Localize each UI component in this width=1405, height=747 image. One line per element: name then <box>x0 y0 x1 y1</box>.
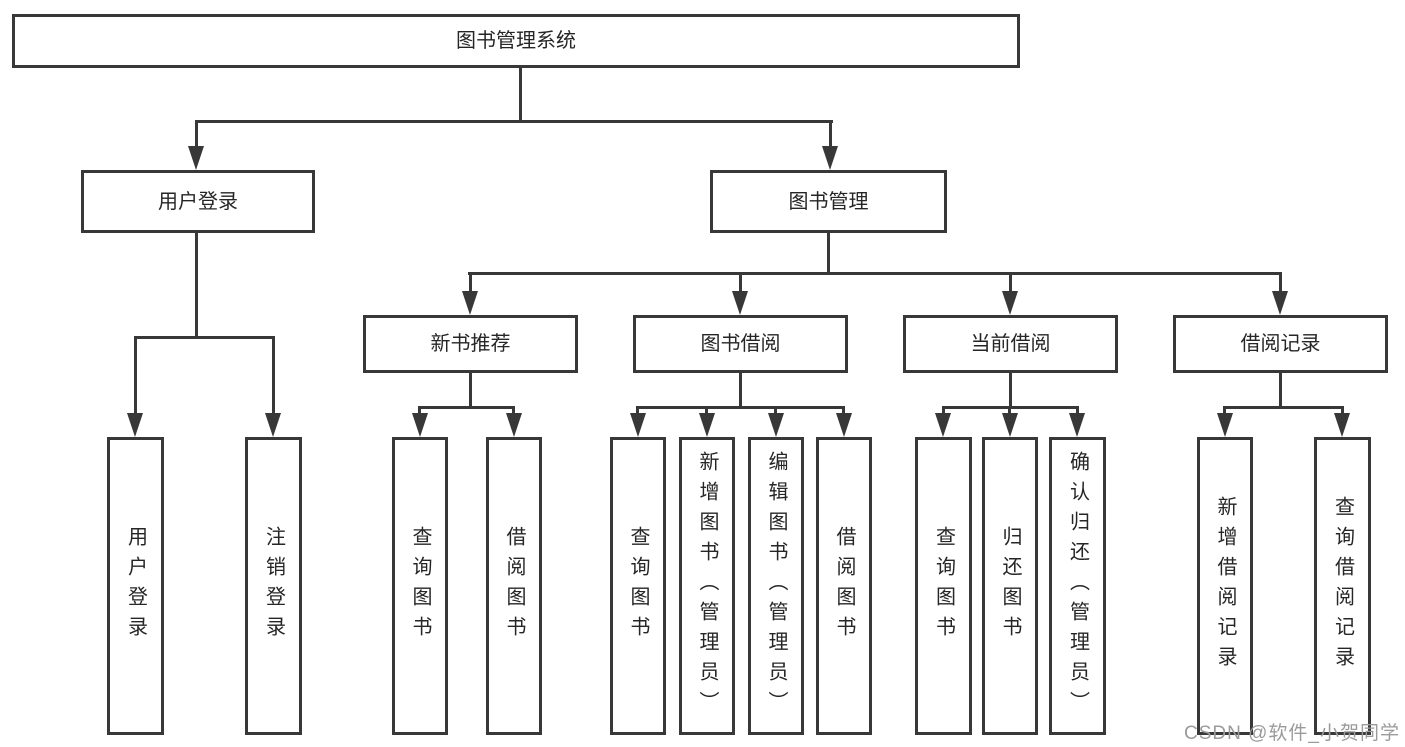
arrow-down-icon <box>462 291 478 315</box>
connector-drop <box>842 406 845 416</box>
connector-rail <box>636 406 845 409</box>
leaf-query-book: 查询图书 <box>915 437 972 735</box>
arrow-down-icon <box>935 413 951 437</box>
node-current-borrow: 当前借阅 <box>903 315 1118 373</box>
arrow-down-icon <box>265 413 281 437</box>
arrow-down-icon <box>506 413 522 437</box>
leaf-query-borrow-record: 查询借阅记录 <box>1314 437 1371 735</box>
connector-rail <box>468 272 1282 275</box>
connector-drop <box>1223 406 1226 416</box>
connector-drop <box>469 272 472 293</box>
connector-drop <box>739 272 742 293</box>
arrow-down-icon <box>630 413 646 437</box>
leaf-edit-book-admin: 编辑图书（管理员） <box>748 437 804 735</box>
connector-drop <box>1076 406 1079 416</box>
connector-stem <box>195 233 198 336</box>
connector-stem <box>1279 373 1282 406</box>
connector-drop <box>1341 406 1344 416</box>
connector-drop <box>774 406 777 416</box>
leaf-add-borrow-record: 新增借阅记录 <box>1197 437 1253 735</box>
arrow-down-icon <box>1002 413 1018 437</box>
node-book-management: 图书管理 <box>710 170 947 233</box>
connector-rail <box>1223 406 1344 409</box>
connector-drop <box>134 336 137 416</box>
connector-stem <box>827 233 830 272</box>
arrow-down-icon <box>1217 413 1233 437</box>
arrow-down-icon <box>699 413 715 437</box>
arrow-down-icon <box>1272 291 1288 315</box>
arrow-down-icon <box>1002 291 1018 315</box>
connector-rail <box>196 120 833 123</box>
leaf-user-login: 用户登录 <box>107 437 164 735</box>
connector-drop <box>1009 272 1012 293</box>
leaf-query-book: 查询图书 <box>610 437 666 735</box>
arrow-down-icon <box>127 413 143 437</box>
leaf-return-book: 归还图书 <box>982 437 1038 735</box>
connector-drop <box>1008 406 1011 416</box>
arrow-down-icon <box>188 146 204 170</box>
arrow-down-icon <box>412 413 428 437</box>
arrow-down-icon <box>822 146 838 170</box>
node-borrow-records: 借阅记录 <box>1173 315 1388 373</box>
connector-rail <box>418 406 515 409</box>
leaf-query-book: 查询图书 <box>392 437 448 735</box>
leaf-confirm-return-admin: 确认归还（管理员） <box>1049 437 1106 735</box>
connector-drop <box>512 406 515 416</box>
connector-stem <box>519 68 522 120</box>
node-new-book-recommend: 新书推荐 <box>363 315 578 373</box>
leaf-add-book-admin: 新增图书（管理员） <box>679 437 735 735</box>
connector-drop <box>195 120 198 148</box>
arrow-down-icon <box>768 413 784 437</box>
connector-drop <box>942 406 945 416</box>
connector-rail <box>134 336 275 339</box>
connector-drop <box>1279 272 1282 293</box>
node-user-login: 用户登录 <box>81 170 315 233</box>
arrow-down-icon <box>1334 413 1350 437</box>
arrow-down-icon <box>1069 413 1085 437</box>
node-book-borrow: 图书借阅 <box>633 315 848 373</box>
connector-drop <box>636 406 639 416</box>
leaf-borrow-book: 借阅图书 <box>816 437 872 735</box>
connector-stem <box>1009 373 1012 406</box>
connector-stem <box>469 373 472 406</box>
connector-drop <box>829 120 832 148</box>
arrow-down-icon <box>732 291 748 315</box>
csdn-watermark: CSDN @软件_小贺同学 <box>1184 723 1400 744</box>
arrow-down-icon <box>836 413 852 437</box>
connector-stem <box>739 373 742 406</box>
connector-drop <box>705 406 708 416</box>
node-library-management-system: 图书管理系统 <box>12 14 1020 68</box>
leaf-logout: 注销登录 <box>245 437 302 735</box>
leaf-borrow-book: 借阅图书 <box>486 437 542 735</box>
connector-drop <box>418 406 421 416</box>
connector-drop <box>272 336 275 416</box>
